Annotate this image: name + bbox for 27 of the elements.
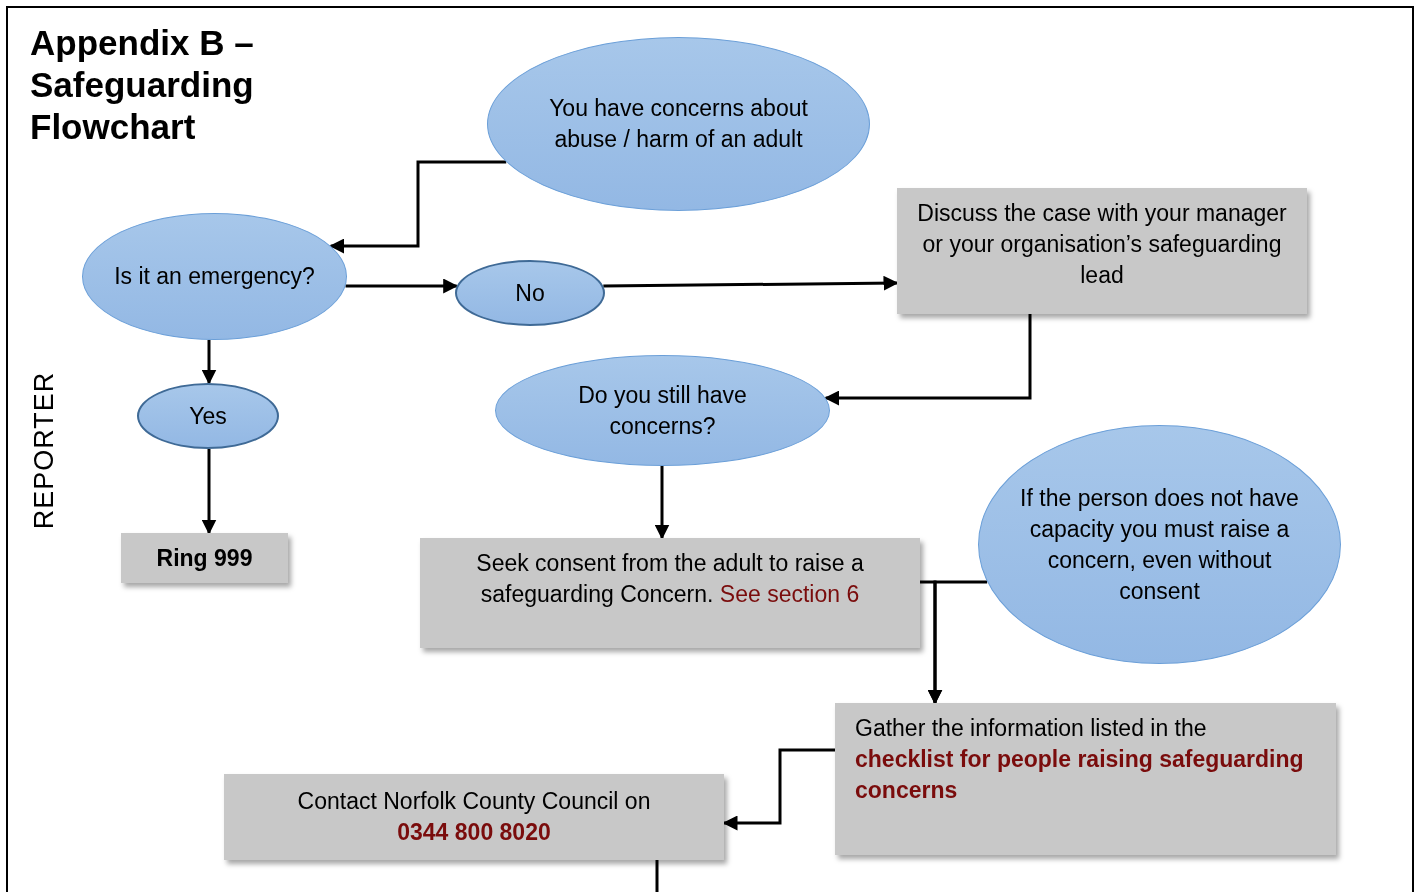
title: Appendix B – Safeguarding Flowchart bbox=[30, 22, 255, 148]
arrow bbox=[927, 580, 988, 705]
arrow bbox=[654, 466, 670, 540]
arrow bbox=[603, 275, 899, 291]
highlight-text: 0344 800 8020 bbox=[397, 818, 551, 847]
box-text: Is it an emergency? bbox=[114, 262, 315, 291]
box-text: Yes bbox=[189, 401, 227, 431]
box-text: Discuss the case with your manager or your organisation’s safeguarding lead bbox=[917, 199, 1287, 290]
process-box bbox=[897, 188, 1307, 314]
box-text: Contact Norfolk County Council on bbox=[297, 787, 651, 816]
process-box bbox=[121, 533, 288, 583]
box-text: If the person does not have capacity you must raise a concern, even without consent bbox=[1019, 483, 1300, 606]
arrow bbox=[824, 314, 1032, 406]
box-text: Gather the information listed in the bbox=[855, 714, 1207, 743]
process-box bbox=[224, 774, 724, 860]
arrow bbox=[329, 160, 507, 254]
highlight-text: checklist for people raising safeguarding concerns bbox=[855, 745, 1305, 805]
arrow bbox=[201, 339, 217, 385]
box-text: Seek consent from the adult to raise a safeguarding Concern. See section 6 bbox=[475, 549, 865, 609]
box-text: Ring 999 bbox=[156, 543, 253, 573]
process-box bbox=[420, 538, 920, 648]
box-text: Do you still have concerns? bbox=[577, 380, 748, 441]
arrow bbox=[201, 449, 217, 535]
lane-label: REPORTER bbox=[29, 371, 61, 529]
box-text: You have concerns about abuse / harm of an adult bbox=[548, 94, 809, 154]
process-box bbox=[835, 703, 1336, 855]
box-text: No bbox=[515, 278, 545, 308]
